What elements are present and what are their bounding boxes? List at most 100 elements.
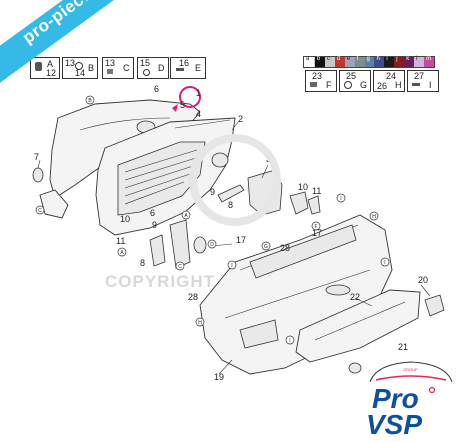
part-11-bracket[interactable] bbox=[307, 195, 321, 215]
bolt-icon bbox=[176, 68, 184, 71]
legend-number: 15 bbox=[140, 58, 151, 68]
swatch-m[interactable]: m bbox=[424, 56, 434, 67]
legend-box-E[interactable]: 16 E bbox=[170, 57, 206, 79]
watermark-circle bbox=[189, 134, 281, 226]
part-20-exhaust[interactable] bbox=[424, 294, 445, 317]
swatch-b[interactable]: b bbox=[314, 56, 325, 67]
svg-text:7: 7 bbox=[34, 152, 39, 162]
car-silhouette-icon bbox=[369, 361, 453, 383]
logo-graphic: GROUP Pro VSP bbox=[366, 361, 453, 440]
svg-text:I: I bbox=[289, 338, 290, 344]
clip-icon bbox=[310, 82, 317, 87]
legend-box-I[interactable]: 27 I bbox=[407, 70, 439, 92]
swatch-f[interactable]: f bbox=[354, 56, 365, 67]
part-5-bracket[interactable] bbox=[169, 219, 191, 269]
svg-text:C: C bbox=[178, 264, 182, 270]
legend-letter: A bbox=[47, 59, 54, 69]
legend-box-B[interactable]: 13 B 14 bbox=[62, 57, 98, 79]
legend-number: 12 bbox=[46, 68, 57, 78]
legend-number: 24 bbox=[386, 71, 397, 81]
callout-numbers: 1 2 3 4 5 6 7 8 9 10 11 17 19 20 21 22 2… bbox=[34, 84, 428, 382]
rear-reflector bbox=[325, 284, 351, 296]
legend-number-2: 14 bbox=[75, 68, 86, 78]
provsp-logo: GROUP Pro VSP bbox=[356, 352, 466, 440]
cover-edge-line bbox=[79, 117, 171, 131]
screw-icon bbox=[75, 62, 83, 70]
svg-text:4: 4 bbox=[196, 109, 201, 119]
legend-box-F[interactable]: 23 F bbox=[305, 70, 337, 92]
highlight-arrow bbox=[172, 104, 178, 112]
svg-text:20: 20 bbox=[418, 275, 428, 285]
clip-icon bbox=[35, 62, 42, 71]
plate-recess bbox=[239, 319, 279, 349]
legend-box-G[interactable]: 25 G bbox=[339, 70, 371, 92]
legend-box-C[interactable]: 13 C bbox=[102, 57, 134, 79]
part-8-strip[interactable] bbox=[217, 184, 245, 203]
svg-text:2: 2 bbox=[238, 114, 243, 124]
legend-letter: H bbox=[395, 80, 402, 90]
diffuser-line bbox=[314, 301, 406, 341]
legend-box-A[interactable]: A 12 bbox=[30, 57, 60, 79]
marker-symbols bbox=[35, 95, 390, 345]
svg-text:17: 17 bbox=[236, 235, 246, 245]
swatch-g[interactable]: g bbox=[364, 56, 375, 67]
swatch-d[interactable]: d bbox=[334, 56, 345, 67]
svg-text:H: H bbox=[372, 214, 376, 220]
svg-text:B: B bbox=[88, 98, 92, 104]
part-diffuser[interactable] bbox=[295, 289, 421, 363]
left-bracket[interactable] bbox=[39, 189, 69, 219]
swatch-a[interactable]: a bbox=[304, 56, 315, 67]
svg-text:G: G bbox=[264, 244, 268, 250]
swatch-j[interactable]: j bbox=[394, 56, 405, 67]
rivet-icon bbox=[143, 69, 150, 76]
svg-text:I: I bbox=[231, 263, 232, 269]
legend-number: 27 bbox=[414, 71, 425, 81]
nut-icon bbox=[107, 69, 113, 74]
svg-text:9: 9 bbox=[210, 187, 215, 197]
svg-text:9: 9 bbox=[152, 220, 157, 230]
legend-letter: B bbox=[88, 63, 95, 73]
grille-lines bbox=[124, 149, 198, 205]
swatch-e[interactable]: e bbox=[344, 56, 355, 67]
svg-text:A: A bbox=[184, 213, 188, 219]
part-7-clip[interactable] bbox=[32, 167, 44, 183]
svg-text:6: 6 bbox=[154, 84, 159, 94]
swatch-l[interactable]: l bbox=[414, 56, 425, 67]
part-exhaust-left[interactable] bbox=[348, 362, 362, 374]
svg-text:8: 8 bbox=[140, 258, 145, 268]
svg-text:11: 11 bbox=[116, 236, 125, 246]
legend-box-D[interactable]: 15 D bbox=[137, 57, 169, 79]
logo-swoosh bbox=[375, 375, 447, 381]
legend-number: 13 bbox=[105, 58, 116, 68]
leader-lines bbox=[37, 121, 431, 375]
swatch-k[interactable]: k bbox=[404, 56, 415, 67]
legend-letter: F bbox=[326, 80, 332, 90]
legend-letter: I bbox=[429, 80, 432, 90]
svg-text:6: 6 bbox=[150, 208, 155, 218]
part-8-lower[interactable] bbox=[149, 234, 166, 267]
svg-text:I: I bbox=[340, 196, 341, 202]
swatch-c[interactable]: c bbox=[324, 56, 335, 67]
svg-text:21: 21 bbox=[398, 342, 408, 352]
part-4-light[interactable] bbox=[193, 236, 207, 254]
svg-text:D: D bbox=[210, 242, 214, 248]
svg-text:22: 22 bbox=[350, 292, 360, 302]
svg-text:19: 19 bbox=[214, 372, 224, 382]
logo-line1: Pro bbox=[372, 383, 419, 414]
swatch-i[interactable]: i bbox=[384, 56, 395, 67]
legend-box-H[interactable]: 24 26 H bbox=[373, 70, 405, 92]
svg-text:I: I bbox=[384, 260, 385, 266]
svg-text:F: F bbox=[314, 224, 317, 230]
color-strip: a b c d e f g h i j k l m bbox=[303, 56, 435, 68]
legend-letter: E bbox=[195, 63, 202, 73]
svg-text:28: 28 bbox=[188, 292, 198, 302]
svg-text:H: H bbox=[198, 320, 202, 326]
fog-light-right bbox=[211, 152, 229, 168]
svg-text:8: 8 bbox=[228, 200, 233, 210]
copyright-watermark: COPYRIGHT bbox=[105, 272, 216, 291]
screw-icon bbox=[344, 81, 352, 89]
part-10-bracket[interactable] bbox=[289, 191, 309, 215]
swatch-h[interactable]: h bbox=[374, 56, 385, 67]
svg-text:A: A bbox=[120, 250, 124, 256]
